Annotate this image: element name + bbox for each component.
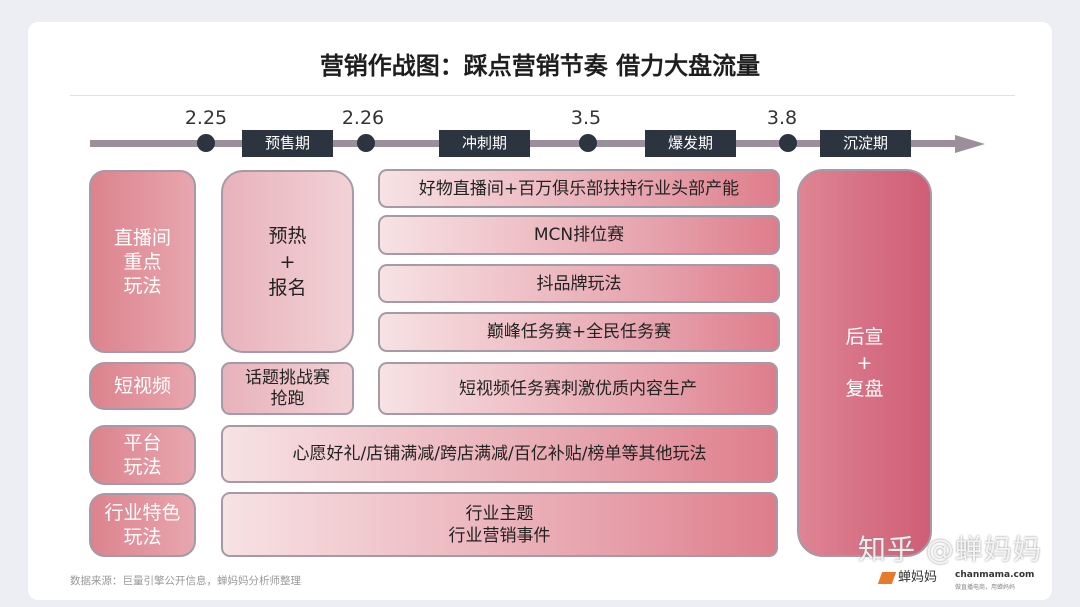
- watermark: 知乎 @蝉妈妈: [858, 533, 1042, 566]
- label-line: 短视频: [113, 375, 171, 397]
- phase-settle: 沉淀期: [820, 130, 911, 157]
- timeline-dot: [579, 134, 597, 152]
- industry-row: 行业主题行业营销事件: [221, 492, 778, 557]
- preheat-box: 预热 + 报名: [221, 170, 354, 353]
- page-title: 营销作战图：踩点营销节奏 借力大盘流量: [319, 52, 761, 80]
- date-label: 2.25: [184, 107, 228, 129]
- label-line: 报名: [268, 276, 307, 299]
- live-row: MCN排位赛: [378, 215, 780, 255]
- live-row: 巅峰任务赛+全民任务赛: [378, 312, 780, 352]
- label-line: 直播间: [113, 226, 171, 249]
- platform-row: 心愿好礼/店铺满减/跨店满减/百亿补贴/榜单等其他玩法: [221, 425, 778, 483]
- logo-icon: [877, 571, 897, 584]
- label-line: 重点: [123, 250, 162, 273]
- video-row: 短视频任务赛刺激优质内容生产: [378, 362, 778, 415]
- phase-burst: 爆发期: [645, 130, 736, 157]
- date-label: 3.8: [766, 107, 798, 129]
- logo-name: 蝉妈妈: [898, 570, 938, 585]
- post-review-box: 后宣 + 复盘: [797, 169, 932, 557]
- timeline-dot: [779, 134, 797, 152]
- category-video: 短视频: [89, 362, 196, 410]
- label-line: 抢跑: [270, 388, 305, 409]
- category-industry: 行业特色玩法: [89, 493, 196, 557]
- date-label: 2.26: [341, 107, 385, 129]
- label-line: 后宣: [845, 326, 884, 348]
- label-line: +: [279, 250, 296, 273]
- live-row: 抖品牌玩法: [378, 264, 780, 303]
- logo-site: chanmama.com: [955, 570, 1035, 580]
- logo-slogan: 做直播电商，用蝉妈妈: [955, 584, 1016, 591]
- label-line: 玩法: [123, 456, 162, 478]
- timeline-dot: [357, 134, 375, 152]
- label-line: 复盘: [845, 378, 884, 400]
- label-line: 预热: [268, 224, 307, 247]
- label-line: 行业主题: [465, 503, 534, 524]
- topic-box: 话题挑战赛抢跑: [221, 362, 354, 415]
- label-line: +: [856, 352, 873, 374]
- data-source: 数据来源：巨量引擎公开信息，蝉妈妈分析师整理: [70, 575, 301, 587]
- phase-sprint: 冲刺期: [439, 130, 530, 157]
- divider: [70, 95, 1015, 96]
- label-line: 平台: [123, 432, 162, 454]
- category-live: 直播间重点玩法: [89, 170, 196, 353]
- label-line: 玩法: [123, 274, 162, 297]
- label-line: 行业营销事件: [448, 525, 551, 546]
- label-line: 行业特色: [104, 502, 181, 524]
- date-label: 3.5: [570, 107, 602, 129]
- timeline-arrow-icon: [955, 135, 985, 153]
- timeline-dot: [197, 134, 215, 152]
- live-row: 好物直播间+百万俱乐部扶持行业头部产能: [378, 169, 780, 208]
- chanmama-logo: 蝉妈妈: [877, 570, 938, 586]
- label-line: 玩法: [123, 526, 162, 548]
- label-line: 话题挑战赛: [245, 367, 330, 388]
- phase-presale: 预售期: [242, 130, 333, 157]
- category-platform: 平台玩法: [89, 425, 196, 485]
